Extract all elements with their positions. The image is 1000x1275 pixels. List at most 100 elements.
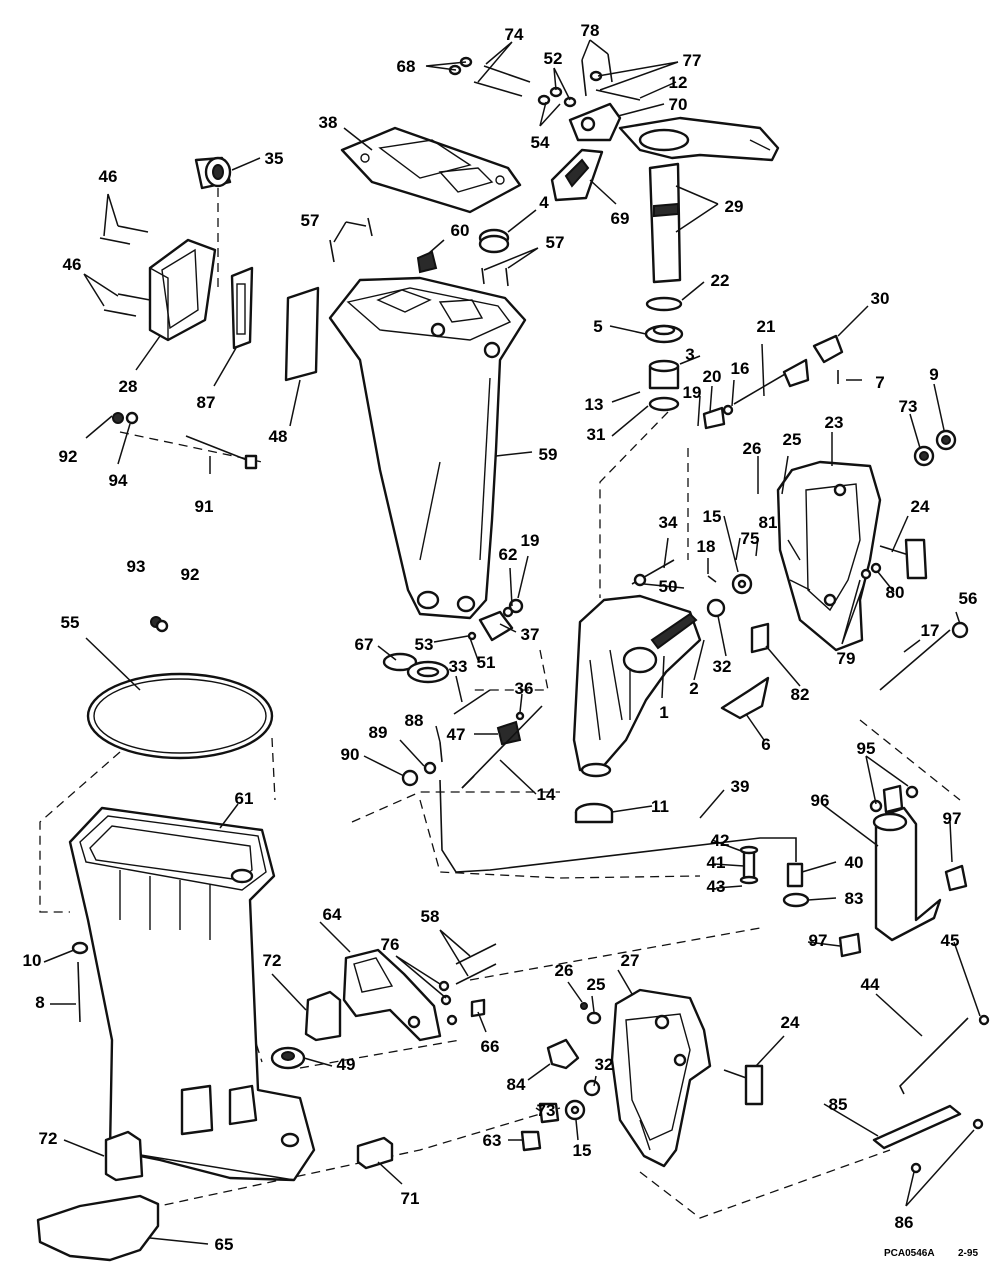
- callout-66: 66: [481, 1037, 500, 1056]
- lower-seals: [382, 598, 524, 715]
- long-bolt: [112, 411, 258, 470]
- callout-35: 35: [265, 149, 284, 168]
- callout-63: 63: [483, 1131, 502, 1150]
- callout-39: 39: [731, 777, 750, 796]
- callout-91: 91: [195, 497, 214, 516]
- callout-21: 21: [757, 317, 776, 336]
- callout-82: 82: [791, 685, 810, 704]
- callout-19: 19: [683, 383, 702, 402]
- callout-46: 46: [99, 167, 118, 186]
- callout-24: 24: [911, 497, 930, 516]
- trim-cylinder: [838, 784, 968, 958]
- callout-49: 49: [337, 1055, 356, 1074]
- support-strip: [872, 1104, 984, 1174]
- callout-97: 97: [809, 931, 828, 950]
- leader-lines: [43, 39, 981, 1245]
- callout-11: 11: [651, 797, 669, 816]
- callout-59: 59: [539, 445, 558, 464]
- callout-19: 19: [521, 531, 540, 550]
- callout-15: 15: [573, 1141, 592, 1160]
- clamp-screw-right: [879, 538, 928, 580]
- callout-30: 30: [871, 289, 890, 308]
- grommet: [194, 156, 232, 190]
- swivel-hardware: [631, 559, 753, 618]
- swivel-bracket: [572, 594, 702, 778]
- stud-and-washer: [71, 941, 89, 1023]
- driveshaft-housing: [68, 806, 316, 1182]
- callout-55: 55: [61, 613, 80, 632]
- callout-80: 80: [886, 583, 905, 602]
- callout-23: 23: [825, 413, 844, 432]
- lower-hardware: [520, 1002, 602, 1152]
- callout-32: 32: [595, 1055, 614, 1074]
- callout-7: 7: [875, 373, 884, 392]
- callout-88: 88: [405, 711, 424, 730]
- callout-37: 37: [521, 625, 540, 644]
- clamp-screw-left: [546, 1038, 764, 1106]
- small-top-parts: [329, 217, 510, 287]
- callout-6: 6: [761, 735, 770, 754]
- friction-block: [550, 102, 622, 202]
- callout-87: 87: [197, 393, 216, 412]
- callout-17: 17: [921, 621, 940, 640]
- callout-51: 51: [477, 653, 496, 672]
- callout-62: 62: [499, 545, 518, 564]
- callout-57: 57: [546, 233, 565, 252]
- callout-25: 25: [587, 975, 606, 994]
- trim-cable: [439, 779, 797, 873]
- callout-61: 61: [235, 789, 254, 808]
- callout-89: 89: [369, 723, 388, 742]
- callout-72: 72: [263, 951, 282, 970]
- rubber-mounts: [104, 990, 342, 1182]
- callout-96: 96: [811, 791, 830, 810]
- exhaust-cover: [148, 238, 217, 342]
- stern-bracket-right: [776, 460, 882, 652]
- callout-31: 31: [587, 425, 606, 444]
- steering-seals: [644, 296, 684, 412]
- callout-12: 12: [669, 73, 688, 92]
- callout-81: 81: [759, 513, 778, 532]
- callout-10: 10: [23, 951, 42, 970]
- callout-70: 70: [669, 95, 688, 114]
- callout-79: 79: [837, 649, 856, 668]
- callout-90: 90: [341, 745, 360, 764]
- exhaust-housing: [328, 276, 527, 620]
- callout-47: 47: [447, 725, 466, 744]
- callout-52: 52: [544, 49, 563, 68]
- callout-60: 60: [451, 221, 470, 240]
- callout-28: 28: [119, 377, 138, 396]
- spring-wire: [899, 1014, 990, 1095]
- callout-1: 1: [659, 703, 668, 722]
- callout-67: 67: [355, 635, 374, 654]
- callout-22: 22: [711, 271, 730, 290]
- callout-65: 65: [215, 1235, 234, 1254]
- callout-5: 5: [593, 317, 602, 336]
- callout-26: 26: [555, 961, 574, 980]
- callout-45: 45: [941, 931, 960, 950]
- callout-27: 27: [621, 951, 640, 970]
- cover-bolts: [99, 225, 151, 317]
- callout-16: 16: [731, 359, 750, 378]
- callout-72: 72: [39, 1129, 58, 1148]
- diagram-date: 2-95: [958, 1248, 978, 1259]
- callout-43: 43: [707, 877, 726, 896]
- hose-fitting: [739, 845, 810, 908]
- adapter-gasket: [340, 126, 522, 214]
- callout-94: 94: [109, 471, 128, 490]
- swivel-clip: [574, 676, 770, 824]
- callout-92: 92: [181, 565, 200, 584]
- cable-clip: [496, 711, 525, 746]
- callout-50: 50: [659, 577, 678, 596]
- callout-84: 84: [507, 1075, 526, 1094]
- callout-29: 29: [725, 197, 744, 216]
- callout-73: 73: [537, 1101, 556, 1120]
- callout-73: 73: [899, 397, 918, 416]
- callout-83: 83: [845, 889, 864, 908]
- callout-9: 9: [929, 365, 938, 384]
- callout-4: 4: [539, 193, 549, 212]
- callout-75: 75: [741, 529, 760, 548]
- diagram-code: PCA0546A: [884, 1248, 935, 1259]
- callout-2: 2: [689, 679, 698, 698]
- callout-40: 40: [845, 853, 864, 872]
